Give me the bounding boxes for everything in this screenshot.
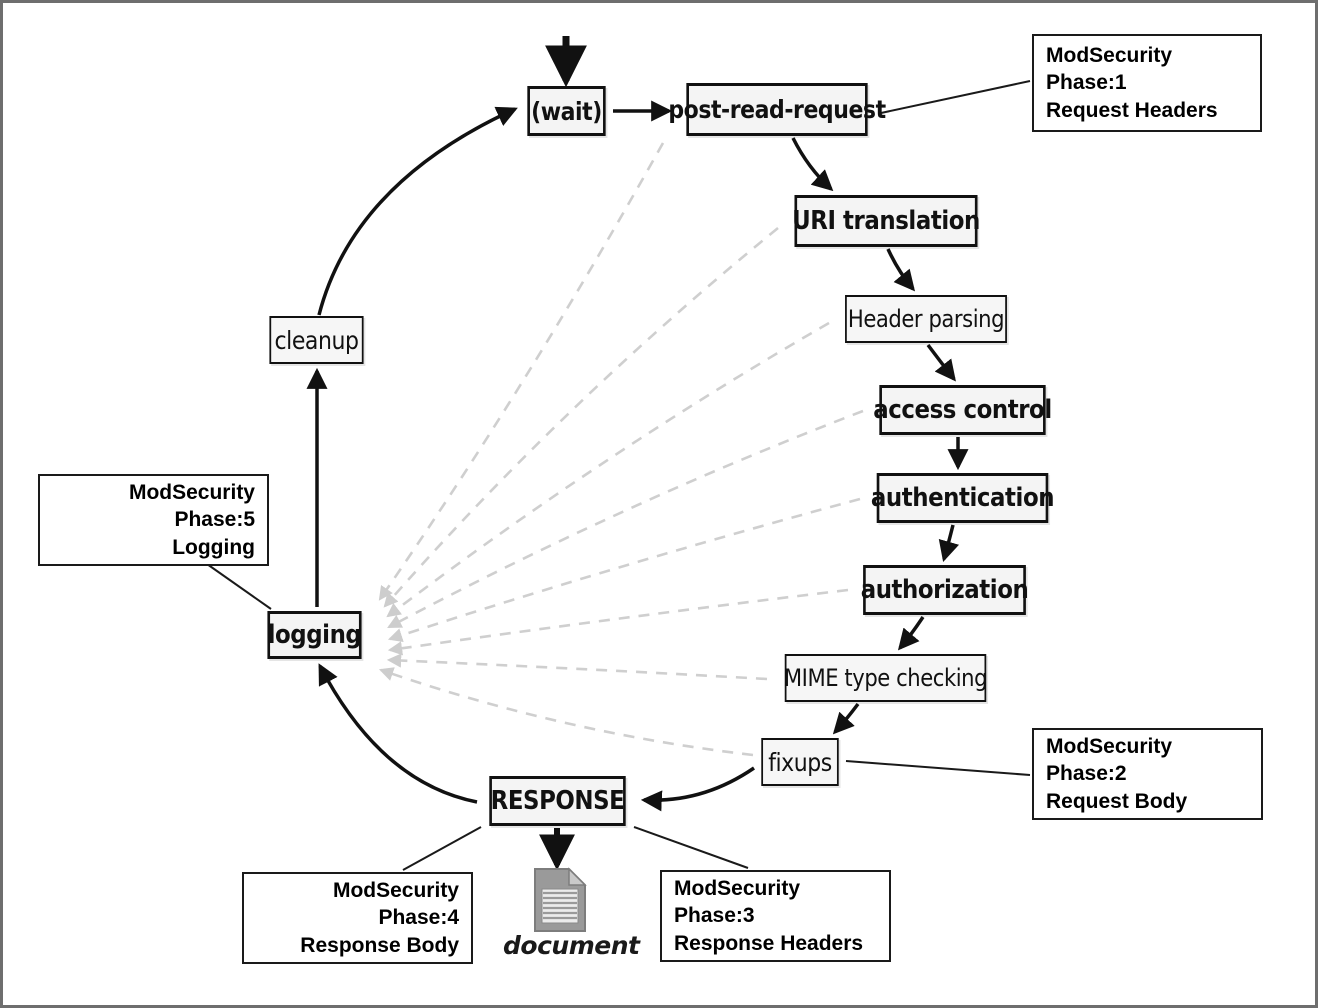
node-authentication-label: authentication xyxy=(870,483,1055,513)
callout-phase-1-line-2: Request Headers xyxy=(1046,98,1218,122)
node-header-parsing-label: Header parsing xyxy=(847,305,1005,333)
edge-fixups-to-response xyxy=(640,766,755,812)
callout-modsecurity-phase-5: ModSecurity Phase:5 Logging xyxy=(38,474,269,566)
node-header-parsing[interactable]: Header parsing xyxy=(845,295,1007,343)
dashed-edge-post-read-request-to-logging xyxy=(378,142,665,601)
dashed-edge-authentication-to-logging xyxy=(387,497,861,643)
node-post-read-request[interactable]: post-read-request xyxy=(668,83,886,136)
callout-modsecurity-phase-3: ModSecurity Phase:3 Response Headers xyxy=(660,870,891,962)
callout-phase-2-line-1: ModSecurity Phase:2 xyxy=(1046,735,1173,786)
callout-modsecurity-phase-1: ModSecurity Phase:1 Request Headers xyxy=(1032,34,1262,132)
dashed-edge-mime-type-checking-to-logging xyxy=(386,653,768,681)
callout-phase-5-line-2: Logging xyxy=(172,535,255,559)
dashed-edge-fixups-to-logging xyxy=(378,667,754,757)
dashed-edge-uri-translation-to-logging xyxy=(383,226,779,608)
edge-response-to-logging xyxy=(318,663,478,804)
callout-modsecurity-phase-4: ModSecurity Phase:4 Response Body xyxy=(242,872,473,964)
edge-authentication-to-authorization xyxy=(938,524,959,563)
edge-mime-type-checking-to-fixups xyxy=(832,702,860,735)
node-authorization[interactable]: authorization xyxy=(860,565,1029,615)
edge-cleanup-to-wait xyxy=(317,106,518,316)
leader-phase2 xyxy=(845,760,1031,776)
node-cleanup-label: cleanup xyxy=(274,325,359,355)
callout-phase-1-line-1: ModSecurity Phase:1 xyxy=(1046,44,1173,95)
node-authorization-label: authorization xyxy=(860,575,1029,605)
node-access-control-label: access control xyxy=(873,395,1052,425)
edge-authorization-to-mime-type-checking xyxy=(897,616,925,651)
document-icon xyxy=(534,867,587,932)
node-authentication[interactable]: authentication xyxy=(871,473,1055,523)
node-post-read-request-label: post-read-request xyxy=(668,95,886,124)
node-fixups[interactable]: fixups xyxy=(761,738,839,786)
leader-phase4 xyxy=(402,826,482,871)
edge-uri-translation-to-header-parsing xyxy=(886,248,916,292)
node-fixups-label: fixups xyxy=(768,747,832,777)
node-mime-type-checking[interactable]: MIME type checking xyxy=(783,654,988,702)
dashed-edge-header-parsing-to-logging xyxy=(386,321,830,618)
callout-phase-3-line-2: Response Headers xyxy=(674,931,864,955)
callout-phase-4-line-2: Response Body xyxy=(300,933,459,957)
edge-header-parsing-to-access-control xyxy=(926,343,956,382)
node-wait-label: (wait) xyxy=(531,96,602,126)
callout-modsecurity-phase-2: ModSecurity Phase:2 Request Body xyxy=(1032,728,1263,820)
callout-phase-3-line-1: ModSecurity Phase:3 xyxy=(674,877,801,928)
callout-phase-2-line-2: Request Body xyxy=(1046,789,1188,813)
leader-phase5 xyxy=(206,563,272,610)
node-response[interactable]: RESPONSE xyxy=(489,776,626,826)
node-access-control[interactable]: access control xyxy=(873,385,1052,435)
node-wait[interactable]: (wait) xyxy=(527,86,606,136)
node-logging-label: logging xyxy=(267,620,362,650)
node-logging[interactable]: logging xyxy=(267,611,362,659)
node-uri-translation-label: URI translation xyxy=(792,206,980,236)
node-response-label: RESPONSE xyxy=(490,786,625,816)
leader-phase3 xyxy=(633,826,749,869)
dashed-edge-access-control-to-logging xyxy=(387,409,864,629)
node-mime-type-checking-label: MIME type checking xyxy=(783,664,988,692)
dashed-edge-authorization-to-logging xyxy=(387,588,849,656)
document-icon-label: document xyxy=(503,931,640,960)
edge-post-read-request-to-uri-translation xyxy=(791,137,834,192)
callout-phase-5-line-1: ModSecurity Phase:5 xyxy=(128,481,255,532)
node-uri-translation[interactable]: URI translation xyxy=(792,195,980,247)
node-cleanup[interactable]: cleanup xyxy=(269,316,364,364)
leader-phase1 xyxy=(880,80,1031,114)
callout-phase-4-line-1: ModSecurity Phase:4 xyxy=(332,879,459,930)
